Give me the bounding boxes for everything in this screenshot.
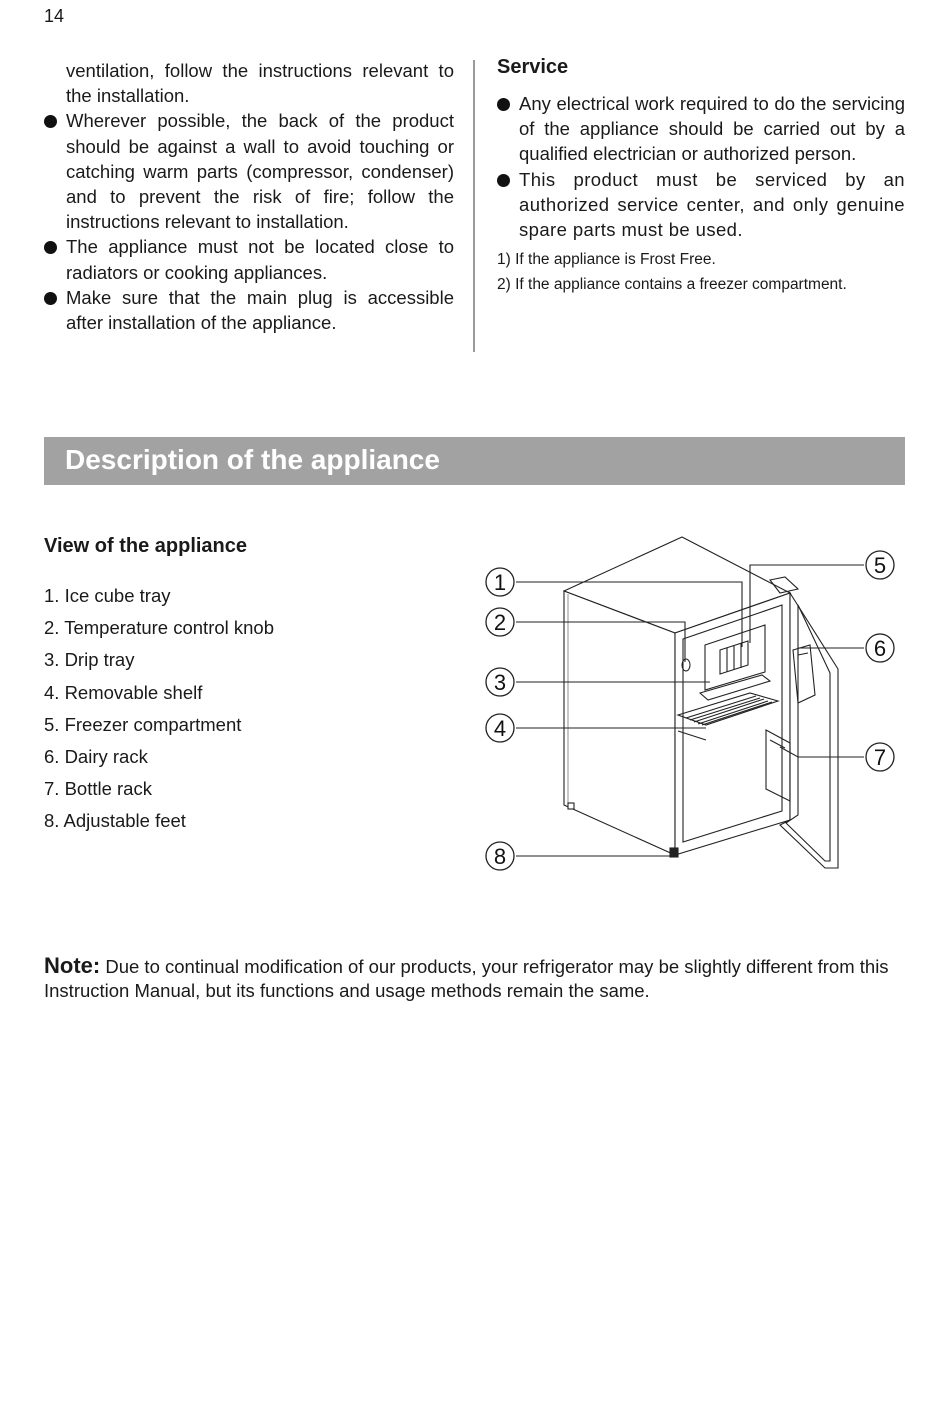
callout-4: 4 — [494, 716, 506, 741]
footnote: 2) If the appliance contains a freezer c… — [497, 275, 847, 293]
part-item: 8. Adjustable feet — [44, 810, 186, 832]
callout-7: 7 — [874, 745, 886, 770]
part-item: 2. Temperature control knob — [44, 617, 275, 639]
footnote: 1) If the appliance is Frost Free. — [497, 251, 716, 269]
bullet-item: Wherever possible, the back of the produ… — [44, 108, 454, 234]
service-title: Service — [497, 56, 569, 78]
callout-5: 5 — [874, 553, 886, 578]
appliance-diagram: 1 2 3 4 5 6 7 8 — [485, 536, 895, 871]
note-text: Due to continual modification of our pro… — [44, 956, 889, 1001]
part-item: 5. Freezer compartment — [44, 713, 242, 735]
service-section: Service Any electrical work required to … — [497, 56, 905, 297]
bullet-item: The appliance must not be located close … — [44, 234, 454, 284]
section-banner: Description of the appliance — [44, 437, 905, 485]
parts-list: 1. Ice cube tray 2. Temperature control … — [44, 582, 274, 840]
part-item: 3. Drip tray — [44, 649, 135, 671]
callout-1: 1 — [494, 570, 506, 595]
footnotes: 1) If the appliance is Frost Free. 2) If… — [497, 248, 905, 297]
note-paragraph: Note: Due to continual modification of o… — [44, 954, 914, 1003]
view-title: View of the appliance — [44, 535, 248, 557]
callout-8: 8 — [494, 844, 506, 869]
callout-2: 2 — [494, 610, 506, 635]
column-divider — [473, 60, 475, 352]
page-number: 14 — [44, 6, 65, 26]
bullet-item: Make sure that the main plug is accessib… — [44, 285, 454, 335]
bullet-item: Any electrical work required to do the s… — [497, 91, 905, 167]
note-label: Note: — [44, 953, 101, 978]
part-item: 4. Removable shelf — [44, 681, 203, 703]
bullet-item: This product must be serviced by an auth… — [497, 167, 905, 243]
callout-3: 3 — [494, 670, 506, 695]
installation-notes: ventilation, follow the instructions rel… — [44, 58, 454, 335]
continuation-text: ventilation, follow the instructions rel… — [66, 60, 454, 107]
callout-6: 6 — [874, 636, 886, 661]
part-item: 7. Bottle rack — [44, 778, 152, 800]
section-title: Description of the appliance — [65, 444, 440, 475]
part-item: 1. Ice cube tray — [44, 585, 171, 606]
part-item: 6. Dairy rack — [44, 745, 148, 767]
